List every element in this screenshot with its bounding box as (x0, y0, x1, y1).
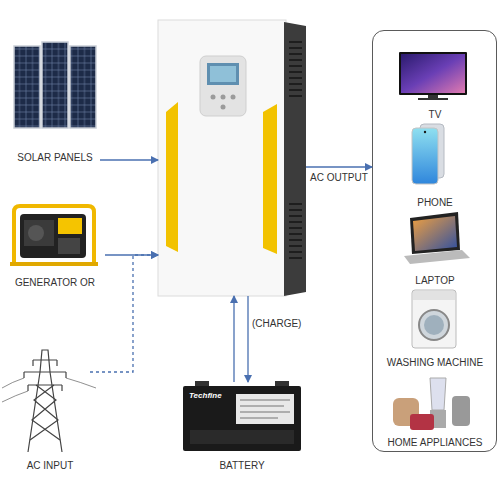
generator-node: GENERATOR OR (5, 203, 105, 289)
solar-panel (70, 46, 96, 128)
appliance-node: TV (383, 49, 487, 121)
appliance-node: WASHING MACHINE (383, 289, 487, 369)
tv-art (399, 52, 467, 100)
node-caption: PHONE (417, 197, 453, 209)
washer-door (419, 310, 449, 340)
battery-body (183, 386, 301, 451)
connector-arrow (247, 296, 248, 382)
tv-frame (399, 52, 467, 95)
inverter-side (284, 22, 306, 296)
washer-body (412, 290, 456, 348)
inverter-button (211, 95, 216, 100)
blender-jar (430, 378, 446, 410)
node-caption: WASHING MACHINE (387, 357, 483, 369)
appliance-group: TV PHONE LAPTOP WASHING MACHINE HOME APPLIAN… (372, 30, 497, 452)
laptop-base (404, 250, 470, 264)
generator-engine (24, 220, 54, 246)
connector-arrow (105, 254, 158, 255)
edge-label: AC OUTPUT (310, 172, 368, 183)
inverter-vents (289, 42, 302, 258)
generator-body (20, 214, 86, 258)
generator-art (10, 206, 98, 264)
solar-panel-art (14, 42, 96, 128)
washer-controls (413, 291, 455, 300)
phone-camera (424, 131, 426, 133)
generator-frame (14, 206, 94, 262)
inverter-body (158, 20, 286, 296)
brand-label: Techfine (189, 391, 222, 400)
appliance-node: PHONE (383, 123, 487, 209)
laptop-screen (413, 216, 457, 251)
connector-arrow (100, 159, 158, 160)
washer-art (412, 290, 456, 348)
connector-arrow (233, 296, 234, 382)
tv-stand (418, 98, 448, 100)
grid-input-node: AC INPUT (10, 340, 90, 472)
phone-art (412, 124, 444, 184)
node-caption: GENERATOR OR (15, 277, 95, 289)
node-caption: HOME APPLIANCES (387, 437, 482, 449)
power-wires (2, 378, 96, 402)
cooking-pot (410, 414, 434, 430)
inverter-screen (207, 63, 239, 85)
laptop-art (404, 212, 470, 264)
solar-panel (42, 42, 68, 128)
appliances-art (393, 378, 470, 430)
inverter-button (221, 105, 226, 110)
laptop-lid (410, 212, 460, 254)
connector-arrow (90, 255, 158, 372)
washer-glass (424, 315, 444, 335)
edge-label: (CHARGE) (252, 318, 301, 329)
battery-sticker-lines (240, 400, 290, 418)
appliance-node: HOME APPLIANCES (383, 373, 487, 449)
pylon-arms (24, 360, 66, 385)
inverter-button (231, 95, 236, 100)
node-caption: BATTERY (219, 460, 264, 472)
inverter-node (158, 20, 306, 296)
tv-screen (401, 54, 465, 93)
pylon-insulators (24, 360, 66, 391)
generator-starter (28, 225, 44, 241)
solar-panel-node: SOLAR PANELS (10, 38, 100, 164)
battery-sticker (236, 394, 294, 424)
inverter-stripe (166, 102, 178, 252)
phone-front (412, 128, 438, 184)
node-caption: TV (429, 109, 442, 121)
solar-panel (14, 46, 40, 128)
inverter-button (221, 95, 226, 100)
inverter-panel (200, 56, 246, 116)
connector-arrow (306, 166, 372, 167)
pylon-art (2, 350, 96, 452)
inverter-art (158, 20, 306, 296)
generator-frame (10, 262, 98, 266)
node-caption: LAPTOP (415, 275, 454, 287)
generator-tank (58, 218, 82, 234)
battery-art (183, 381, 301, 451)
appliance-node: LAPTOP (383, 213, 487, 287)
battery-stripe (190, 430, 294, 444)
inverter-screen (210, 66, 236, 82)
inverter-stripe (263, 104, 277, 254)
pylon-lattice (30, 385, 60, 440)
generator-panel (58, 238, 80, 254)
kettle (452, 396, 470, 426)
node-caption: AC INPUT (27, 460, 74, 472)
node-caption: SOLAR PANELS (17, 152, 92, 164)
